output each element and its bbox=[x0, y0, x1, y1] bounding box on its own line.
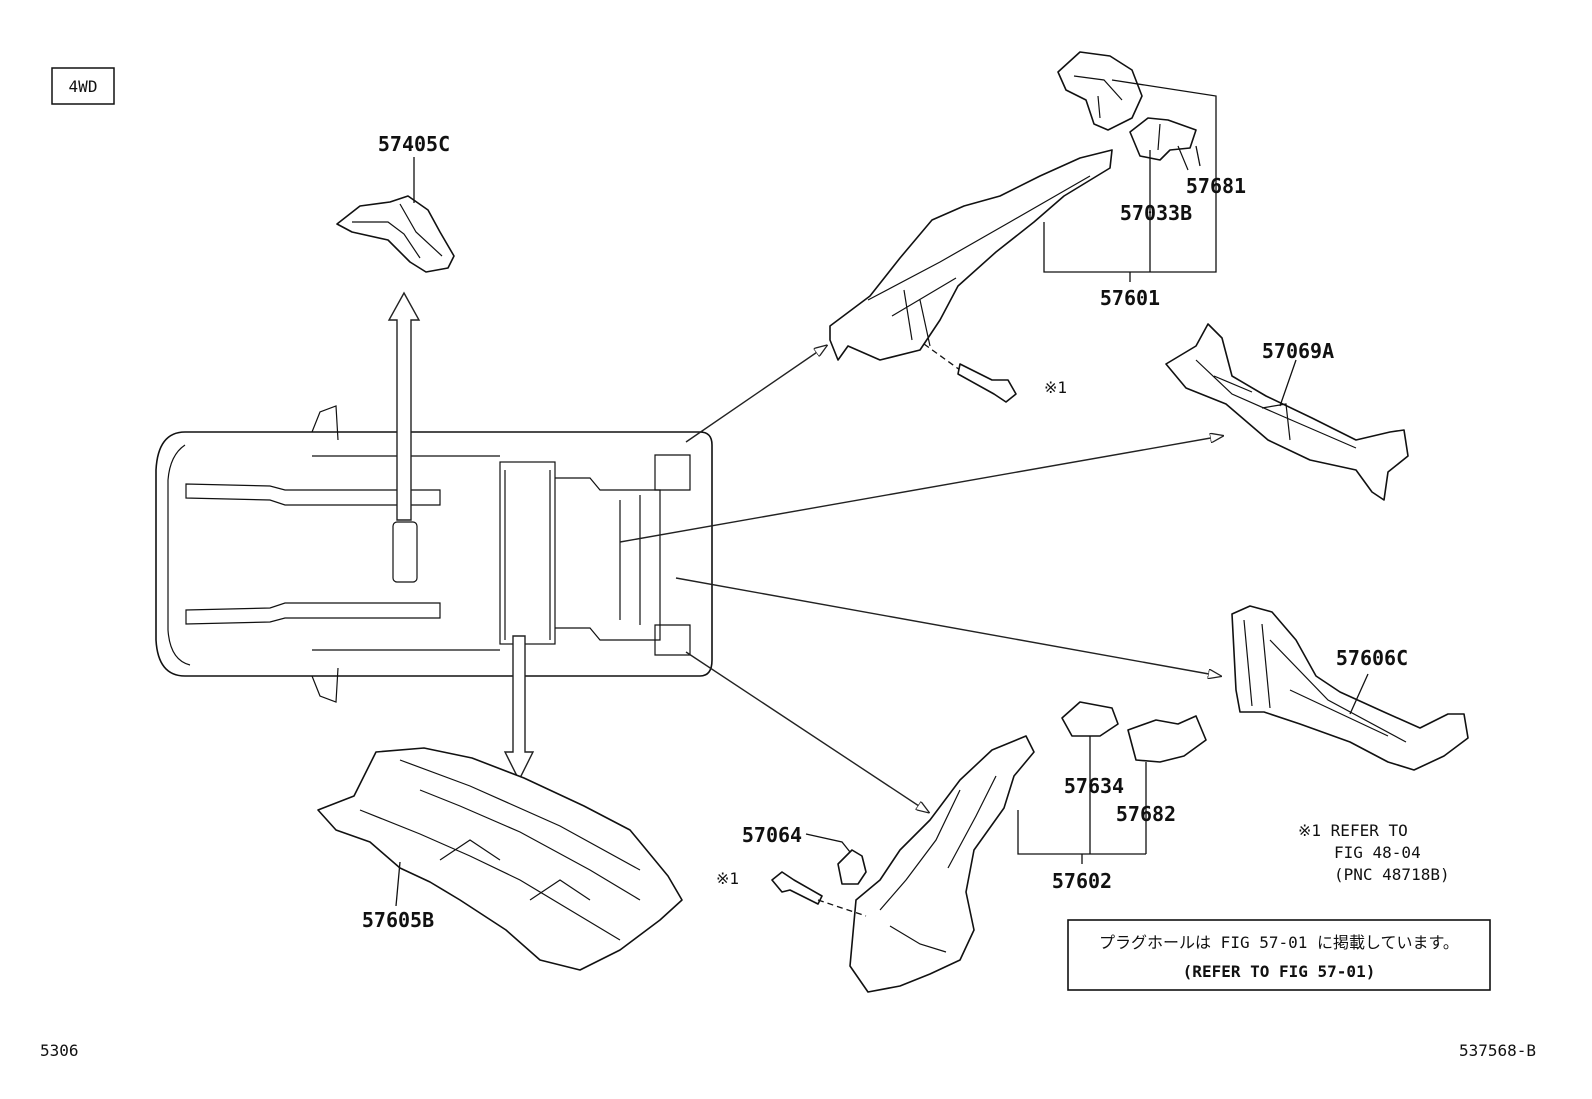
variant-badge-text: 4WD bbox=[69, 77, 98, 96]
arrow-to-57606C bbox=[675, 577, 1220, 676]
part-57605B[interactable]: 57605B bbox=[317, 747, 683, 971]
label-57602: 57602 bbox=[1052, 869, 1112, 893]
arrow-to-57602 bbox=[685, 651, 928, 812]
bolt-lower bbox=[771, 871, 823, 905]
label-57601: 57601 bbox=[1100, 286, 1160, 310]
variant-badge: 4WD bbox=[51, 67, 115, 105]
refer-note-line2: FIG 48-04 bbox=[1334, 843, 1421, 862]
refer-note-line1: ※1 REFER TO bbox=[1298, 821, 1408, 840]
label-57033B: 57033B bbox=[1120, 201, 1192, 225]
arrow-to-57405C bbox=[387, 291, 421, 521]
part-57601-group[interactable]: 57681 57033B 57601 ※1 bbox=[829, 51, 1246, 403]
part-57634-shape bbox=[1061, 701, 1119, 737]
arrow-to-57601 bbox=[685, 346, 826, 443]
footer-left-code: 5306 bbox=[40, 1041, 79, 1060]
label-57605B: 57605B bbox=[362, 908, 434, 932]
label-57682: 57682 bbox=[1116, 802, 1176, 826]
label-57634: 57634 bbox=[1064, 774, 1124, 798]
part-57602-shape bbox=[849, 735, 1035, 993]
arrow-to-57069A bbox=[619, 436, 1222, 543]
refer-note-line3: (PNC 48718B) bbox=[1334, 865, 1450, 884]
vehicle-floor-overview bbox=[155, 405, 713, 703]
part-57682-shape bbox=[1127, 715, 1207, 763]
refer-note: ※1 REFER TO FIG 48-04 (PNC 48718B) bbox=[1298, 821, 1450, 884]
arrows bbox=[387, 291, 1222, 812]
plug-note-japanese: プラグホールは FIG 57-01 に掲載しています。 bbox=[1099, 933, 1459, 952]
label-57064: 57064 bbox=[742, 823, 802, 847]
part-57069A[interactable]: 57069A bbox=[1165, 323, 1409, 501]
bolt-upper bbox=[957, 363, 1017, 403]
part-57681-shape bbox=[1057, 51, 1143, 131]
plug-note-english: (REFER TO FIG 57-01) bbox=[1183, 962, 1376, 981]
label-57681: 57681 bbox=[1186, 174, 1246, 198]
footer-right-code: 537568-B bbox=[1459, 1041, 1536, 1060]
bolt-ref-upper: ※1 bbox=[1044, 378, 1067, 397]
part-57602-group[interactable]: 57634 57682 57602 bbox=[849, 701, 1207, 993]
label-57405C: 57405C bbox=[378, 132, 450, 156]
part-57601-shape bbox=[829, 149, 1113, 361]
label-57069A: 57069A bbox=[1262, 339, 1334, 363]
label-57606C: 57606C bbox=[1336, 646, 1408, 670]
part-57064[interactable]: 57064 ※1 bbox=[716, 823, 867, 917]
plug-hole-note: プラグホールは FIG 57-01 に掲載しています。 (REFER TO FI… bbox=[1067, 919, 1491, 991]
bolt-ref-lower: ※1 bbox=[716, 869, 739, 888]
part-57405C[interactable]: 57405C bbox=[336, 132, 455, 273]
part-57033B-shape bbox=[1129, 117, 1197, 161]
arrow-to-57605B bbox=[503, 635, 535, 782]
part-57606C[interactable]: 57606C bbox=[1231, 605, 1469, 771]
